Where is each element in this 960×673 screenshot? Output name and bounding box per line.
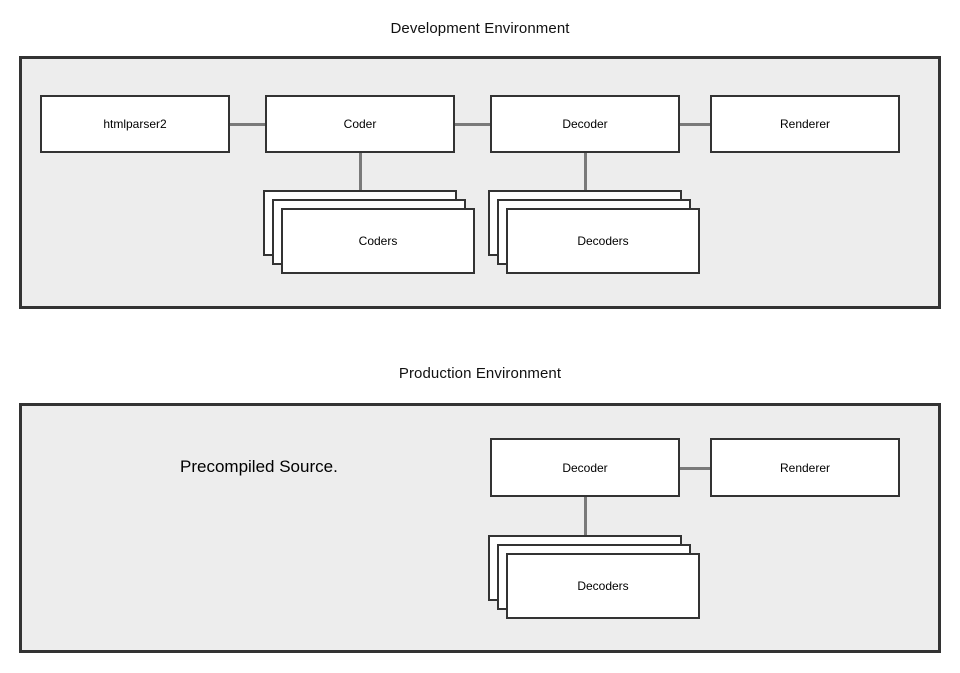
connector-coder-to-decoder xyxy=(453,123,493,126)
node-renderer-prod[interactable]: Renderer xyxy=(710,438,900,497)
precompiled-source-note: Precompiled Source. xyxy=(180,457,338,476)
node-stack-coders[interactable]: Coders xyxy=(263,190,475,274)
node-decoder-dev[interactable]: Decoder xyxy=(490,95,680,153)
node-stack-decoders-dev[interactable]: Decoders xyxy=(488,190,700,274)
production-environment-title: Production Environment xyxy=(398,365,562,382)
node-htmlparser2-label: htmlparser2 xyxy=(103,117,167,131)
node-stack-coders-label: Coders xyxy=(358,234,398,248)
stack-layer-front: Coders xyxy=(281,208,475,274)
connector-decoder-to-decoders xyxy=(584,152,587,194)
node-coder[interactable]: Coder xyxy=(265,95,455,153)
node-coder-label: Coder xyxy=(343,117,377,131)
connector-decoder-to-renderer xyxy=(678,123,713,126)
node-renderer-dev-label: Renderer xyxy=(779,117,831,131)
node-stack-decoders-prod-label: Decoders xyxy=(577,579,629,593)
node-stack-decoders-prod[interactable]: Decoders xyxy=(488,535,700,619)
node-stack-decoders-dev-label: Decoders xyxy=(577,234,629,248)
connector-decoder-to-decoders-prod xyxy=(584,497,587,539)
node-renderer-prod-label: Renderer xyxy=(779,460,831,475)
connector-htmlparser2-to-coder xyxy=(228,123,268,126)
connector-coder-to-coders xyxy=(359,152,362,194)
development-environment-container xyxy=(19,56,941,309)
development-environment-title: Development Environment xyxy=(390,20,570,37)
node-renderer-dev[interactable]: Renderer xyxy=(710,95,900,153)
stack-layer-front: Decoders xyxy=(506,208,700,274)
stack-layer-front: Decoders xyxy=(506,553,700,619)
node-decoder-prod-label: Decoder xyxy=(562,460,608,475)
connector-decoder-to-renderer-prod xyxy=(678,467,713,470)
node-htmlparser2[interactable]: htmlparser2 xyxy=(40,95,230,153)
node-decoder-dev-label: Decoder xyxy=(562,117,608,131)
node-decoder-prod[interactable]: Decoder xyxy=(490,438,680,497)
